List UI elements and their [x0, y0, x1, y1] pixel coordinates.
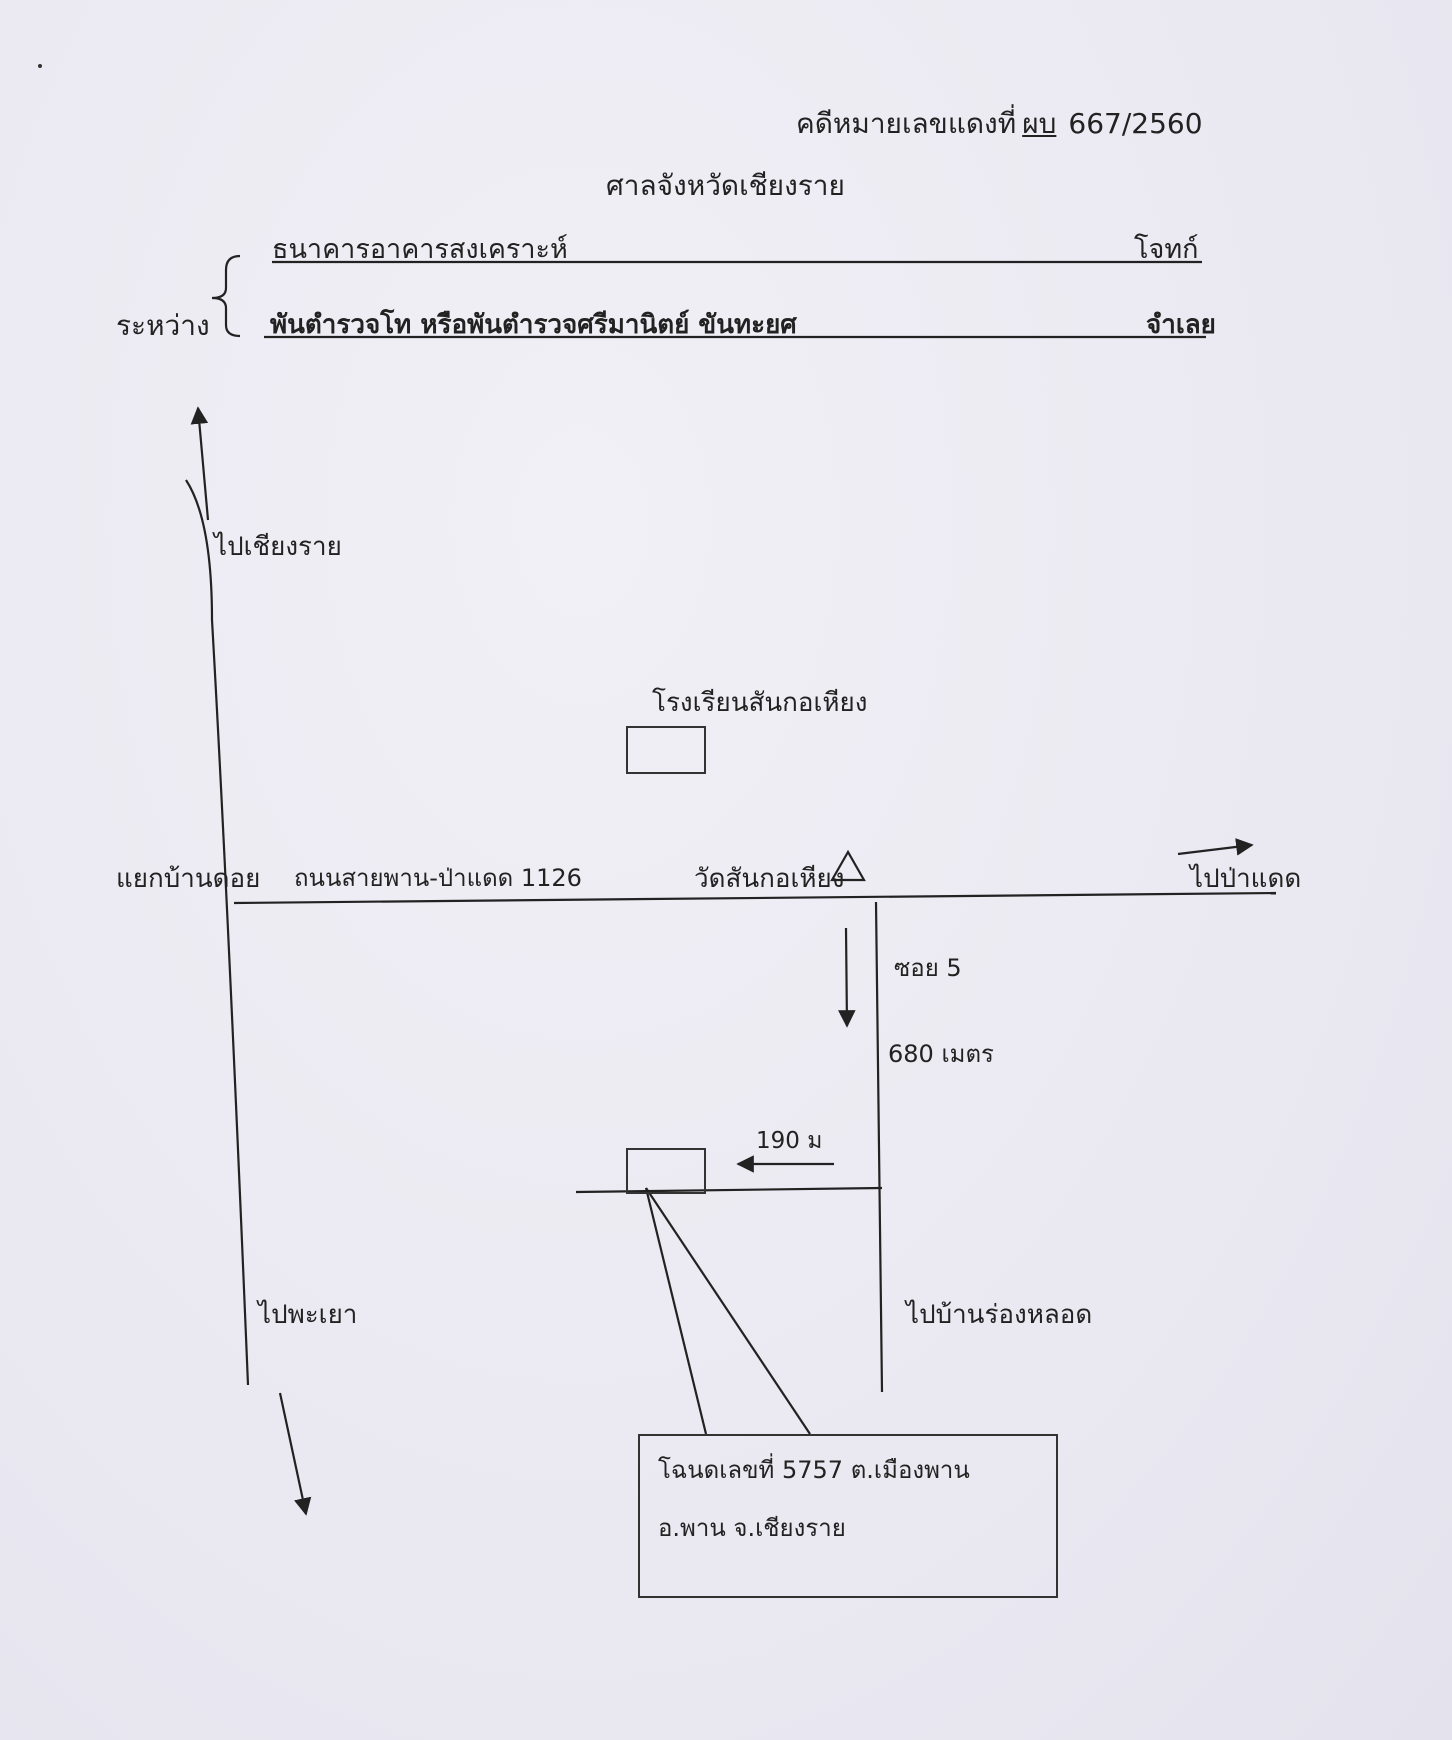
- court-name: ศาลจังหวัดเชียงราย: [606, 169, 845, 202]
- defendant-role: จำเลย: [1146, 310, 1216, 340]
- label-road: ถนนสายพาน-ป่าแดด 1126: [294, 864, 582, 892]
- label-to-chiang-rai: ไปเชียงราย: [214, 532, 342, 562]
- label-school: โรงเรียนสันกอเหียง: [652, 688, 868, 718]
- label-junction: แยกบ้านดอย: [116, 864, 261, 894]
- highway-line: [185, 479, 250, 1386]
- brace: [211, 254, 241, 338]
- land-parcel-icon: [626, 1148, 706, 1194]
- temple-triangle-icon: [830, 849, 866, 882]
- label-soi: ซอย 5: [894, 954, 962, 982]
- between-label: ระหว่าง: [116, 309, 210, 342]
- road-1126: [233, 891, 1277, 905]
- label-distance-soi: 680 เมตร: [888, 1040, 994, 1068]
- east-arrow: [1177, 838, 1254, 856]
- defendant-name: พันตำรวจโท หรือพันตำรวจศรีมานิตย์ ขันทะย…: [270, 310, 797, 340]
- case-number-line: คดีหมายเลขแดงที่ผบ 667/2560: [796, 110, 1203, 138]
- soi-5-road: [874, 901, 884, 1393]
- deed-line-2: อ.พาน จ.เชียงราย: [658, 1514, 846, 1542]
- case-code: ผบ: [1022, 107, 1057, 140]
- north-arrow: [190, 406, 210, 521]
- school-building-icon: [626, 726, 706, 774]
- case-prefix: คดีหมายเลขแดงที่: [796, 107, 1017, 140]
- label-to-rong-lot: ไปบ้านร่องหลอด: [906, 1300, 1093, 1330]
- south-arrow: [278, 1392, 312, 1516]
- label-distance-side: 190 ม: [756, 1128, 823, 1154]
- callout-line-left: [644, 1187, 708, 1435]
- label-to-phayao: ไปพะเยา: [258, 1300, 358, 1330]
- deed-line-1: โฉนดเลขที่ 5757 ต.เมืองพาน: [658, 1456, 970, 1484]
- label-temple: วัดสันกอเหียง: [694, 864, 845, 894]
- callout-line-right: [645, 1187, 811, 1435]
- case-number-value: 667/2560: [1068, 107, 1203, 140]
- plaintiff-name: ธนาคารอาคารสงเคราะห์: [272, 234, 568, 265]
- speck: [38, 64, 42, 68]
- soi-arrow: [838, 927, 856, 1028]
- plaintiff-role: โจทก์: [1134, 234, 1199, 265]
- label-to-pa-daet: ไปป่าแดด: [1190, 864, 1302, 894]
- deed-callout-box: [638, 1434, 1058, 1598]
- side-lane: [575, 1186, 883, 1194]
